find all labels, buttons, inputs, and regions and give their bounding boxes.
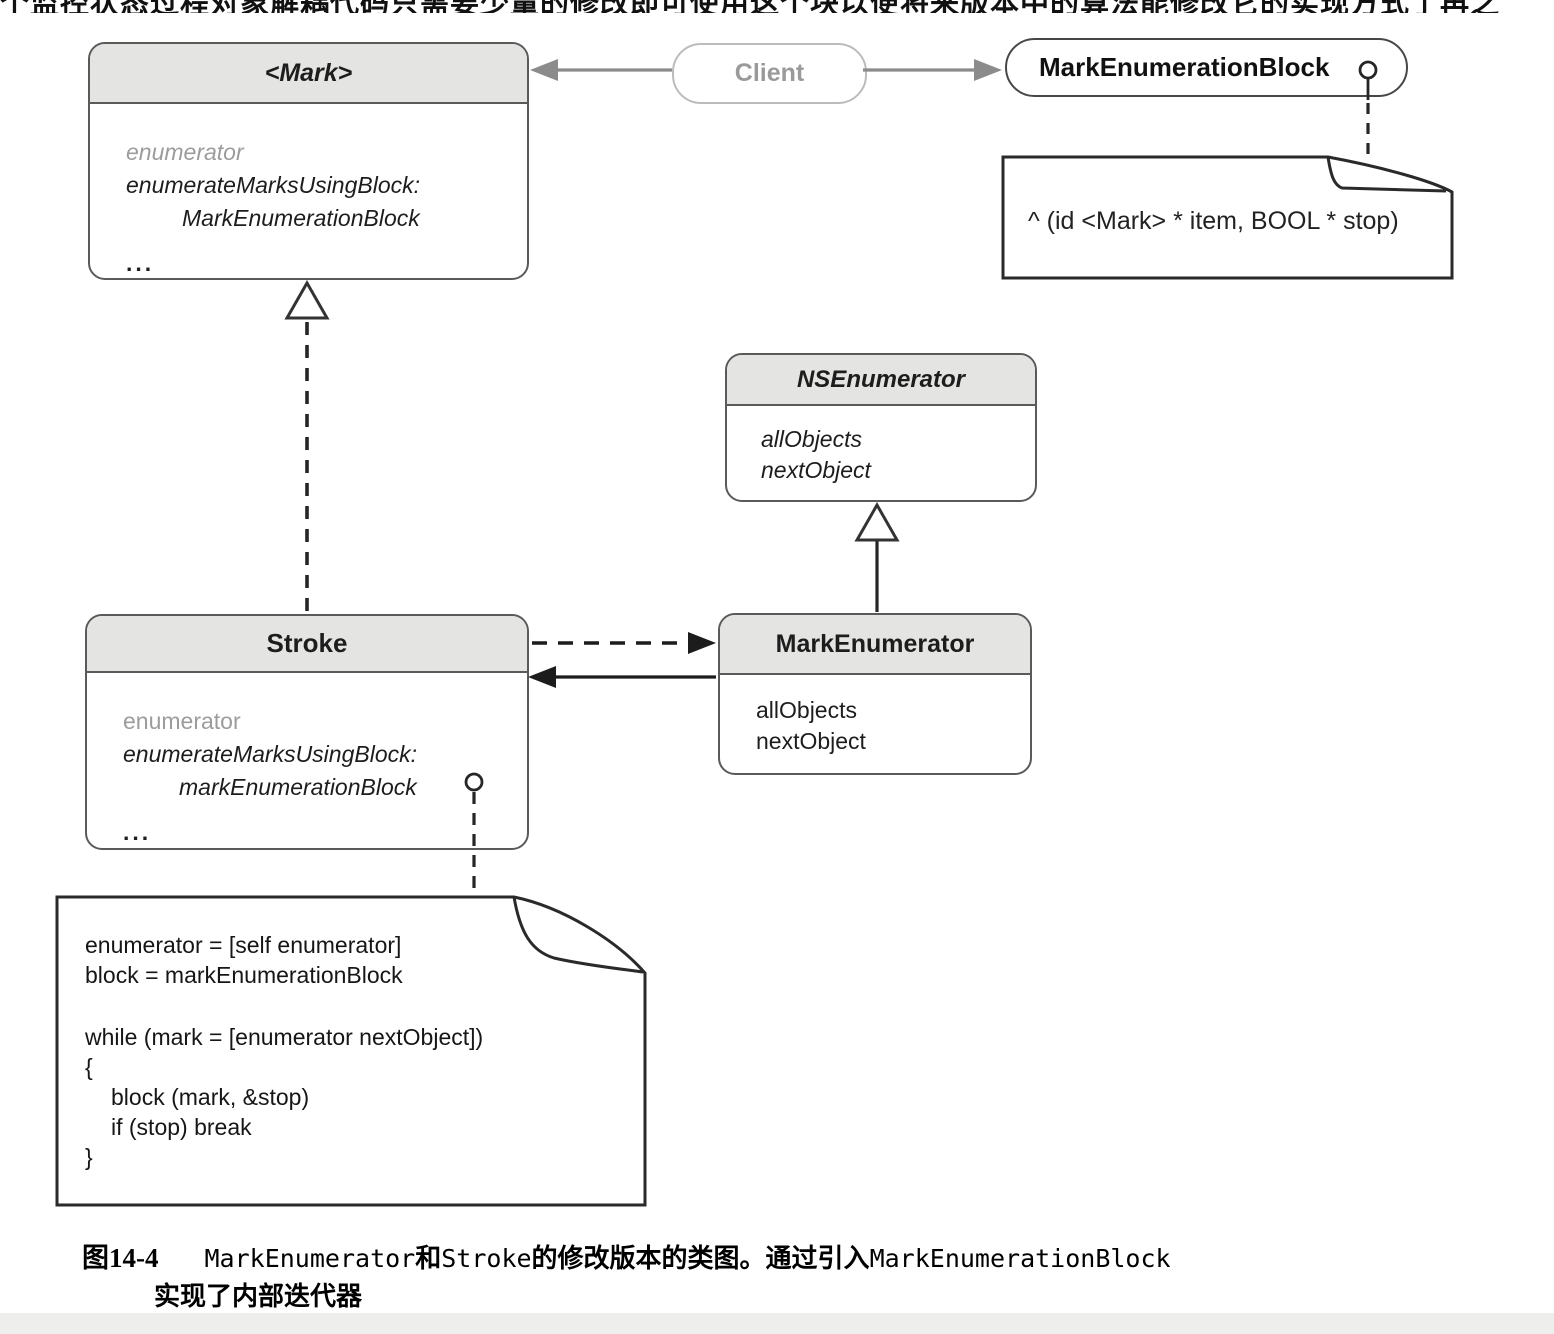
class-box-nsenumerator: NSEnumerator allObjects nextObject [725, 353, 1037, 502]
generalization-arrow-menum-nsenum [854, 501, 900, 612]
member-mark-enumerator: enumerator [126, 139, 244, 165]
class-title-stroke: Stroke [87, 616, 527, 673]
note-fold-icon [1326, 156, 1447, 193]
meb-note-text: ^ (id <Mark> * item, BOOL * stop) [1028, 207, 1399, 235]
client-node: Client [672, 43, 867, 104]
clipped-text: 个监控状态过程对象解耦代码只需要少量的修改即可使用这个块以便将来版本中的算法能修… [0, 0, 1554, 13]
client-to-mark-arrow [530, 59, 672, 81]
code-line: while (mark = [enumerator nextObject]) [85, 1024, 484, 1050]
client-to-meb-arrow [863, 59, 1002, 81]
caption-code: MarkEnumerator [204, 1244, 416, 1273]
note-fold-icon [512, 896, 644, 974]
page-edge-shading [0, 1313, 1554, 1334]
association-arrow-menum-stroke [528, 666, 716, 688]
member-nsenum-nextObject: nextObject [761, 457, 871, 483]
caption-code: MarkEnumerationBlock [869, 1244, 1171, 1273]
code-note-text: enumerator = [self enumerator] block = m… [85, 930, 483, 1172]
member-stroke-ellipsis: ... [123, 819, 152, 845]
clipped-text-strip: 个监控状态过程对象解耦代码只需要少量的修改即可使用这个块以便将来版本中的算法能修… [0, 0, 1554, 13]
code-line: { [85, 1054, 93, 1080]
code-line: } [85, 1144, 93, 1170]
realization-arrow-stroke-mark [284, 279, 330, 611]
member-mark-MarkEnumerationBlock: MarkEnumerationBlock [182, 205, 420, 231]
code-line: enumerator = [self enumerator] [85, 932, 402, 958]
code-line: block = markEnumerationBlock [85, 962, 403, 988]
member-stroke-enumerateMarksUsingBlock: enumerateMarksUsingBlock: [123, 741, 418, 767]
member-stroke-markEnumerationBlock: markEnumerationBlock [179, 774, 417, 800]
figure-caption-line2: 实现了内部迭代器 [154, 1281, 363, 1311]
member-stroke-enumerator: enumerator [123, 708, 241, 734]
mark-enumeration-block-node: MarkEnumerationBlock [1005, 38, 1408, 97]
code-line: block (mark, &stop) [111, 1084, 310, 1110]
caption-code: Stroke [441, 1244, 532, 1273]
figure-number: 图14-4 [82, 1243, 159, 1273]
class-title-nsenumerator: NSEnumerator [727, 355, 1035, 406]
class-title-mark: <Mark> [90, 44, 527, 104]
member-nsenum-allObjects: allObjects [761, 426, 862, 452]
class-title-markenumerator: MarkEnumerator [720, 615, 1030, 675]
member-menum-nextObject: nextObject [756, 728, 866, 754]
member-mark-ellipsis: ... [126, 250, 155, 276]
client-label: Client [734, 59, 805, 87]
dependency-arrow-stroke-menum [532, 632, 716, 654]
code-line: if (stop) break [111, 1114, 252, 1140]
mark-enumeration-block-label: MarkEnumerationBlock [1039, 52, 1330, 82]
class-box-mark: <Mark> enumerator enumerateMarksUsingBlo… [88, 42, 529, 280]
member-menum-allObjects: allObjects [756, 697, 857, 723]
class-box-markenumerator: MarkEnumerator allObjects nextObject [718, 613, 1032, 775]
member-mark-enumerateMarksUsingBlock: enumerateMarksUsingBlock: [126, 172, 421, 198]
figure-caption-line1: 图14-4 MarkEnumerator和Stroke的修改版本的类图。通过引入… [82, 1236, 1171, 1275]
class-box-stroke: Stroke enumerator enumerateMarksUsingBlo… [85, 614, 529, 850]
